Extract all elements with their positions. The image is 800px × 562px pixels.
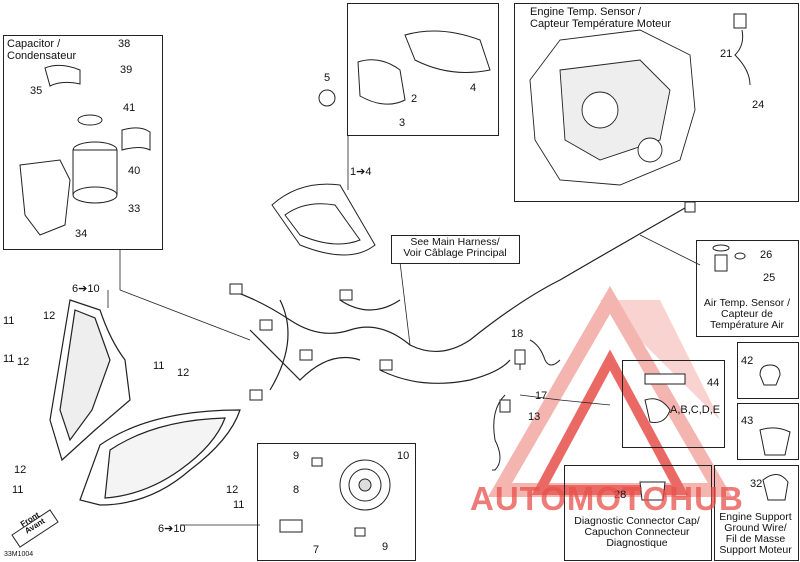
ref-11-d: 11: [12, 484, 24, 496]
cluster-box: [347, 3, 499, 136]
diag-cable: [492, 339, 561, 471]
part42-box: [737, 342, 799, 399]
ref-42: 42: [741, 355, 754, 367]
cluster-parts: [318, 30, 491, 107]
capacitor-title: Capacitor / Condensateur: [7, 38, 77, 62]
callout-6-10-top: 6➔10: [72, 283, 100, 295]
ref-4: 4: [470, 82, 477, 94]
ref-43: 43: [741, 415, 754, 427]
air-temp-box: [696, 240, 799, 337]
ref-abcde: A,B,C,D,E: [670, 404, 721, 416]
ground-wire-box: [714, 465, 799, 561]
headlight-lens: [79, 409, 241, 506]
harness: [229, 207, 686, 391]
ref-11-b: 11: [3, 353, 15, 365]
front-arrow: [11, 509, 59, 548]
ref-8: 8: [293, 484, 300, 496]
ground-wire-part: [762, 474, 789, 501]
ref-10: 10: [397, 450, 410, 462]
ref-9-top: 9: [293, 450, 300, 462]
gauge-assembly: [271, 183, 376, 256]
ref-12-b: 12: [17, 356, 30, 368]
ref-41: 41: [123, 102, 136, 114]
ref-44: 44: [707, 377, 720, 389]
harness-note: See Main Harness/ Voir Câblage Principal: [403, 236, 507, 259]
ref-9-bottom: 9: [382, 541, 389, 553]
bulb-parts: [279, 457, 391, 537]
ref-7: 7: [313, 544, 320, 556]
ref-13: 13: [528, 411, 541, 423]
engine-block: [529, 29, 696, 186]
ref-12-a: 12: [43, 310, 56, 322]
diag-cap-title: Diagnostic Connector Cap/ Capuchon Conne…: [574, 515, 700, 549]
diag-cap-part: [639, 481, 666, 501]
connector-box: [622, 360, 725, 448]
ref-11-a: 11: [3, 315, 15, 327]
part43-box: [737, 403, 799, 460]
air-temp-title: Air Temp. Sensor / Capteur de Températur…: [703, 297, 791, 331]
temp-sensor-wire: [733, 13, 751, 86]
engine-temp-title: Engine Temp. Sensor / Capteur Températur…: [530, 6, 672, 30]
capacitor-parts: [19, 64, 151, 236]
ref-12-d: 12: [14, 464, 27, 476]
ref-2: 2: [411, 93, 418, 105]
bulb-box: [257, 443, 416, 561]
connector-parts: [644, 373, 686, 423]
ref-11-e: 11: [233, 499, 245, 511]
ref-33: 33: [128, 203, 141, 215]
ref-12-c: 12: [177, 367, 190, 379]
drawing-code: 33M1004: [4, 551, 34, 558]
ref-32: 32: [750, 478, 763, 490]
ref-38: 38: [118, 38, 131, 50]
air-temp-parts: [712, 244, 746, 272]
ref-5: 5: [324, 72, 331, 84]
ref-39: 39: [120, 64, 133, 76]
engine-temp-box: [514, 3, 799, 202]
watermark-text: AUTOMOTOHUB: [470, 480, 744, 517]
right-small-parts: [759, 364, 791, 456]
ref-34: 34: [75, 228, 88, 240]
ref-26: 26: [760, 249, 773, 261]
ref-11-c: 11: [153, 360, 165, 372]
harness-note-box: [391, 235, 520, 264]
ref-28: 28: [614, 489, 627, 501]
ref-24: 24: [752, 99, 765, 111]
ref-35: 35: [30, 85, 43, 97]
callout-6-10-bottom: 6➔10: [158, 523, 186, 535]
ref-25: 25: [763, 272, 776, 284]
harness-connectors: [229, 201, 696, 401]
ref-21: 21: [720, 48, 733, 60]
callout-1-4: 1➔4: [350, 166, 372, 178]
capacitor-box: [3, 35, 163, 250]
ref-18: 18: [511, 328, 524, 340]
ground-wire-title: Engine Support Ground Wire/ Fil de Masse…: [719, 511, 792, 556]
ref-40: 40: [128, 165, 141, 177]
diag-cap-box: [564, 465, 712, 561]
ref-3: 3: [399, 117, 406, 129]
ref-17: 17: [535, 390, 548, 402]
ref-12-e: 12: [226, 484, 239, 496]
headlight-housing: [49, 299, 131, 462]
